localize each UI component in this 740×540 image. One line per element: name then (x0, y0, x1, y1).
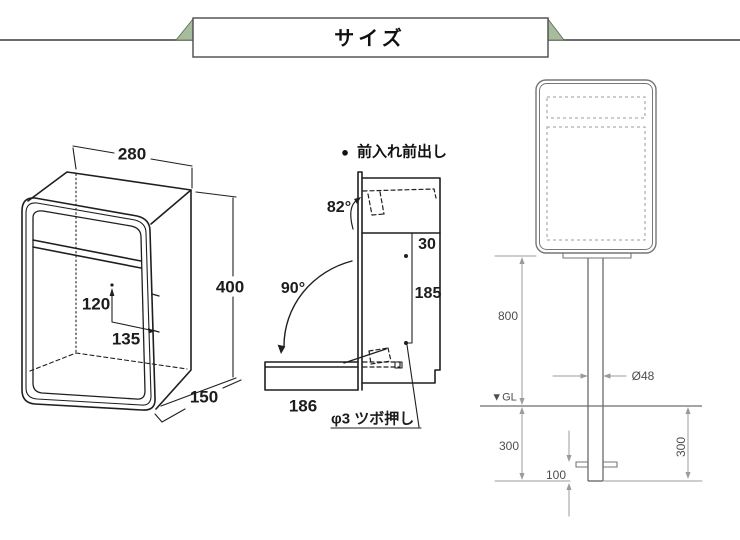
iso-dim-width: 280 (117, 144, 147, 164)
iso-view-dimensions (72, 145, 242, 423)
side-dim-top-angle: 82° (326, 199, 352, 216)
page-title: サイズ (334, 28, 406, 50)
front-dim-pole-diameter: Ø48 (631, 369, 655, 383)
side-view-dimensions (277, 197, 422, 429)
front-view-dimensions (494, 255, 703, 517)
side-dim-slot-offset: 30 (418, 236, 436, 253)
iso-dim-lock-vertical: 120 (81, 294, 111, 314)
iso-dim-height: 400 (215, 277, 245, 297)
side-view-hidden-lines (362, 188, 437, 368)
banner-left-triangle (175, 17, 194, 41)
side-view-linework (264, 171, 441, 391)
iso-view-linework (21, 171, 192, 411)
push-point-note: φ3 ツボ押し (331, 410, 415, 428)
front-view-linework (535, 79, 657, 482)
side-dim-door-angle: 90° (280, 280, 306, 297)
banner-box (192, 17, 549, 58)
front-dim-pole-height: 800 (497, 309, 519, 323)
side-view-heading: 前入れ前出し (357, 143, 448, 161)
ground-level-label: ▼GL (491, 391, 517, 404)
side-dim-push-span: 185 (414, 285, 442, 302)
front-dim-embed-left: 300 (498, 439, 520, 453)
title-banner (0, 17, 740, 58)
front-view-hidden-lines (546, 96, 646, 241)
iso-dim-lock-horizontal: 135 (111, 329, 141, 349)
front-dim-anchor-offset: 100 (545, 468, 567, 482)
bullet-icon: ● (341, 144, 349, 160)
iso-dim-depth: 150 (189, 387, 219, 407)
front-dim-embed-right: 300 (674, 436, 688, 458)
side-dim-door-depth: 186 (288, 396, 318, 416)
banner-right-triangle (547, 17, 565, 41)
